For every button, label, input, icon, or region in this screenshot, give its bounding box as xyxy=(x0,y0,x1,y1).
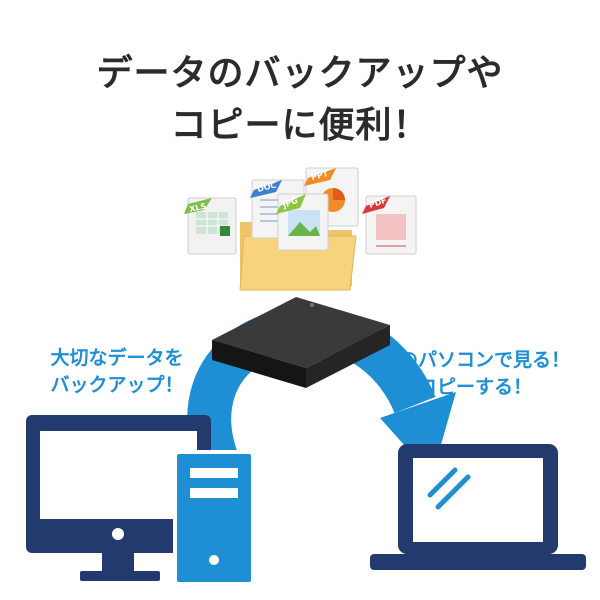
headline-line2: コピーに便利！ xyxy=(170,105,430,146)
ppt-label: PPT xyxy=(310,169,329,182)
external-hdd-icon xyxy=(212,297,390,388)
callout-backup-line1: 大切なデータを xyxy=(50,347,184,369)
pc-tower-icon xyxy=(173,450,255,586)
laptop-icon xyxy=(370,444,586,570)
callout-copy: 他のパソコンで見る！ コピーする！ xyxy=(360,347,590,401)
callout-copy-line2: コピーする！ xyxy=(417,376,532,398)
callout-backup: 大切なデータを バックアップ！ xyxy=(22,345,212,399)
jpg-file-icon: JPG xyxy=(276,193,329,251)
headline-line1: データのバックアップや xyxy=(96,53,504,94)
pdf-file-icon: PDF xyxy=(362,195,417,255)
xls-label: XLS xyxy=(189,202,208,214)
callout-copy-line1: 他のパソコンで見る！ xyxy=(379,349,570,371)
callout-backup-line2: バックアップ！ xyxy=(50,374,184,396)
desktop-monitor-icon xyxy=(26,415,211,581)
xls-file-icon: XLS xyxy=(184,197,237,255)
